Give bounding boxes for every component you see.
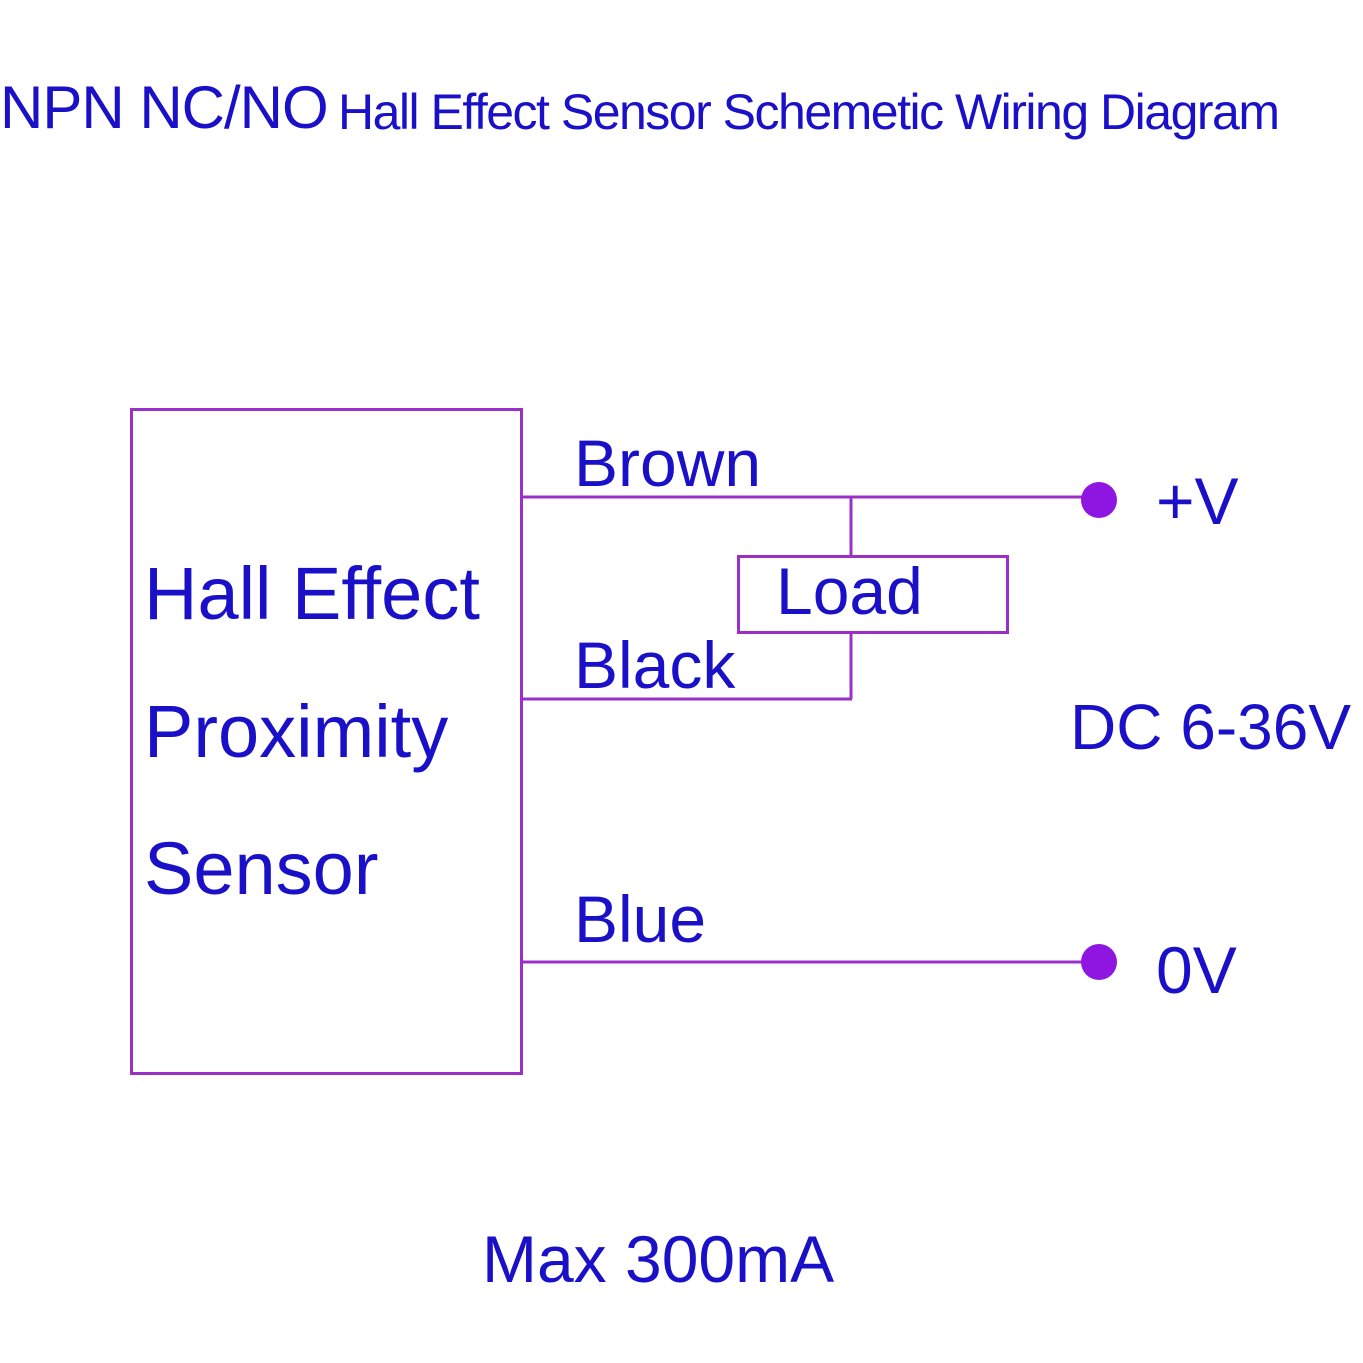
title-main: NPN NC/NO xyxy=(0,74,329,141)
max-current-label: Max 300mA xyxy=(482,1222,835,1296)
positive-terminal-dot xyxy=(1081,482,1117,518)
load-label: Load xyxy=(776,554,923,628)
sensor-label-line-2: Proximity xyxy=(144,690,449,773)
supply-voltage-label: DC 6-36V xyxy=(1070,691,1351,763)
zero-terminal-dot xyxy=(1081,944,1117,980)
brown-wire-label: Brown xyxy=(574,426,762,500)
sensor-box xyxy=(130,408,523,1075)
sensor-label-line-1: Hall Effect xyxy=(144,552,480,635)
blue-wire-label: Blue xyxy=(574,882,707,956)
sensor-label-line-3: Sensor xyxy=(144,827,379,910)
zero-terminal-label: 0V xyxy=(1156,933,1237,1007)
black-wire-label: Black xyxy=(574,628,736,702)
load-box xyxy=(737,555,1009,634)
title-subtitle: Hall Effect Sensor Schemetic Wiring Diag… xyxy=(338,84,1280,140)
positive-terminal-label: +V xyxy=(1156,464,1239,538)
